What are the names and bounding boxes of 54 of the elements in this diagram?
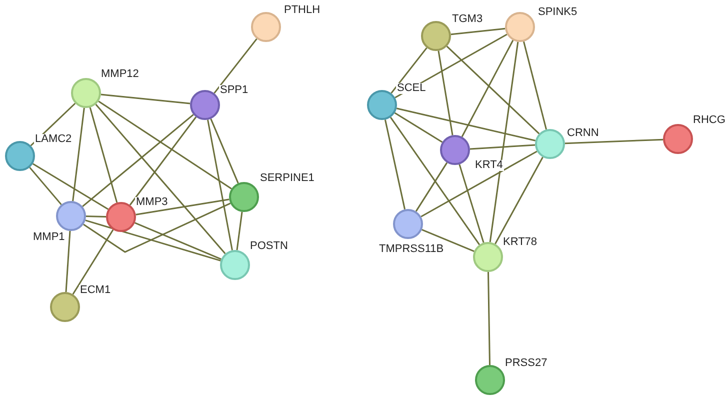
interaction-line — [95, 104, 226, 254]
protein-label: KRT4 — [474, 160, 504, 171]
interaction-line — [415, 162, 448, 212]
interaction-line — [390, 116, 480, 246]
interaction-line — [422, 229, 474, 252]
interaction-line — [83, 202, 231, 253]
protein-label: ECM1 — [79, 285, 112, 296]
interaction-line — [489, 42, 519, 242]
protein-label: TMPRSS11B — [378, 244, 445, 255]
interaction-line — [384, 120, 406, 210]
interaction-line — [29, 166, 62, 206]
protein-label: CRNN — [566, 128, 600, 139]
interaction-line — [65, 230, 71, 292]
interaction-line — [458, 164, 484, 243]
protein-label: MMP3 — [135, 197, 169, 208]
protein-label: LAMC2 — [34, 134, 73, 145]
interaction-line — [136, 198, 230, 216]
protein-label: MMP12 — [100, 69, 140, 80]
interaction-line — [236, 212, 243, 250]
protein-label: SERPINE1 — [259, 173, 316, 184]
interaction-line — [214, 38, 258, 94]
protein-label: SPP1 — [219, 85, 250, 96]
interaction-line — [98, 100, 232, 190]
protein-label: PTHLH — [283, 5, 322, 16]
interaction-line — [450, 28, 506, 36]
interaction-line — [129, 116, 197, 206]
interaction-line — [461, 40, 514, 138]
protein-label: PRSS27 — [504, 358, 548, 369]
protein-label: SCEL — [396, 83, 427, 94]
interaction-line — [420, 150, 538, 218]
interaction-line — [446, 46, 540, 134]
interaction-line — [207, 120, 233, 250]
protein-label: MMP1 — [32, 232, 66, 243]
interaction-line — [523, 41, 547, 130]
protein-label: TGM3 — [451, 14, 484, 25]
interaction-line — [86, 216, 106, 218]
interaction-line — [438, 50, 454, 136]
protein-label: KRT78 — [502, 237, 538, 248]
protein-label: POSTN — [249, 241, 289, 252]
interaction-line — [488, 272, 490, 366]
interaction-line — [100, 94, 190, 104]
protein-label: SPINK5 — [537, 7, 578, 18]
interaction-line — [210, 118, 239, 184]
interaction-line — [390, 47, 428, 94]
interaction-line — [72, 108, 85, 202]
interaction-line — [494, 156, 544, 244]
interaction-line — [564, 138, 664, 144]
interaction-line — [85, 220, 221, 262]
interaction-line — [89, 107, 118, 203]
interaction-line — [396, 108, 536, 142]
interaction-line — [134, 222, 222, 260]
protein-label: RHCG — [692, 115, 725, 126]
interaction-line — [470, 144, 536, 150]
interaction-line — [82, 114, 194, 207]
